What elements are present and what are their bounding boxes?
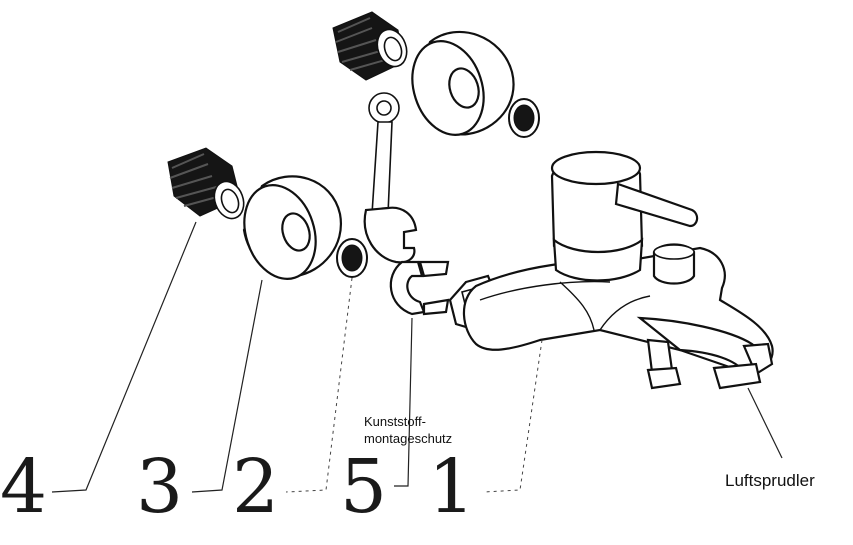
plastic-protection-label-line2: montageschutz: [364, 431, 452, 446]
eccentric-connector-left: [167, 147, 245, 220]
rosette-left: [242, 175, 343, 280]
callout-3: 3: [136, 444, 183, 530]
eccentric-connector-top: [332, 11, 408, 81]
washer-left: [336, 238, 368, 278]
plastic-protection-label-line1: Kunststoff-: [364, 414, 426, 429]
aerator-label: Luftsprudler: [725, 471, 815, 490]
plastic-mounting-protection: [389, 260, 450, 316]
washer-top: [508, 98, 540, 138]
rosette-top: [411, 31, 515, 136]
callout-4: 4: [0, 444, 47, 530]
callout-1: 1: [428, 444, 475, 530]
callout-5: 5: [340, 444, 387, 530]
bath-mixer-body: [448, 150, 774, 390]
spanner-tool: [363, 92, 418, 264]
callout-2: 2: [232, 444, 279, 530]
leader-lines: [51, 221, 783, 493]
